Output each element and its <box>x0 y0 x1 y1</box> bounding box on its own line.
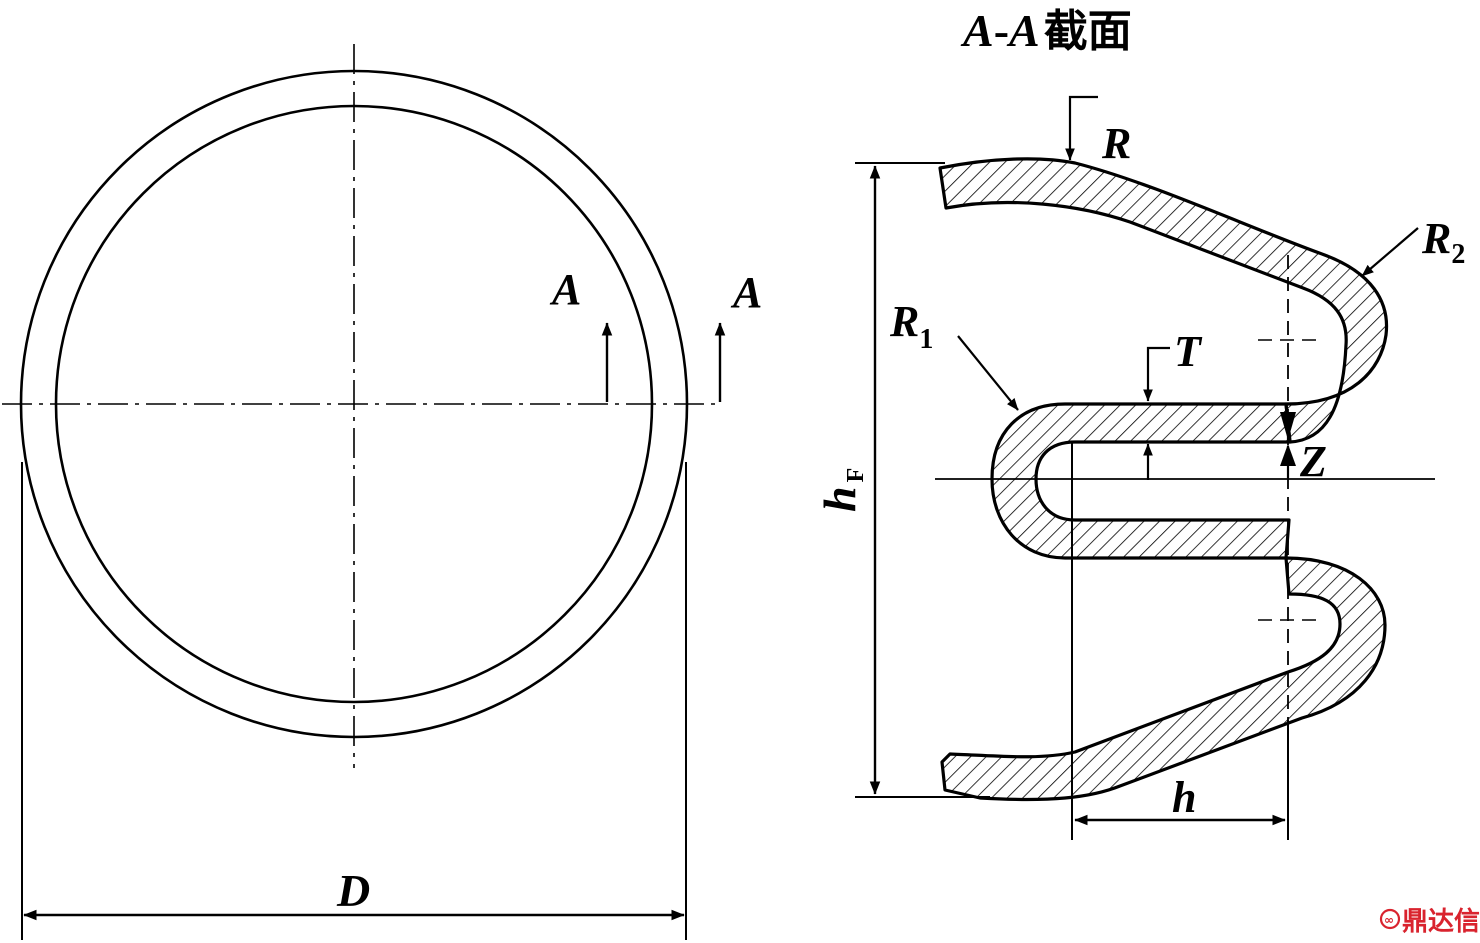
diameter-label: D <box>336 865 370 916</box>
z-arrowhead-bottom <box>1280 444 1296 466</box>
hf-label: hF <box>814 468 869 512</box>
z-arrowhead-top <box>1280 412 1296 440</box>
r2-label: R2 <box>1421 214 1465 270</box>
bellows-top-arm <box>938 157 1389 444</box>
h-label: h <box>1172 773 1196 822</box>
section-title: A-A截面 <box>960 5 1132 56</box>
plan-view: A A D <box>2 44 762 940</box>
r-leader <box>1065 95 1098 161</box>
bellows-inner-fold <box>990 402 1292 560</box>
section-label-right: A <box>730 268 762 317</box>
bellows-bottom-arm <box>940 556 1387 802</box>
section-label-left: A <box>549 265 581 314</box>
watermark-logo-glyph: ∞ <box>1384 913 1394 927</box>
section-view: A-A截面 hF h R R <box>814 5 1465 840</box>
r-label: R <box>1101 119 1131 168</box>
watermark: ∞ 鼎达信 <box>1379 907 1480 937</box>
z-label: Z <box>1299 437 1327 486</box>
t-leader-top <box>1143 346 1170 402</box>
watermark-text: 鼎达信 <box>1402 907 1480 937</box>
watermark-logo-icon <box>1379 908 1401 930</box>
r1-label: R1 <box>889 297 933 355</box>
t-label: T <box>1174 327 1203 376</box>
r1-leader <box>957 335 1019 411</box>
r2-leader <box>1361 227 1419 277</box>
